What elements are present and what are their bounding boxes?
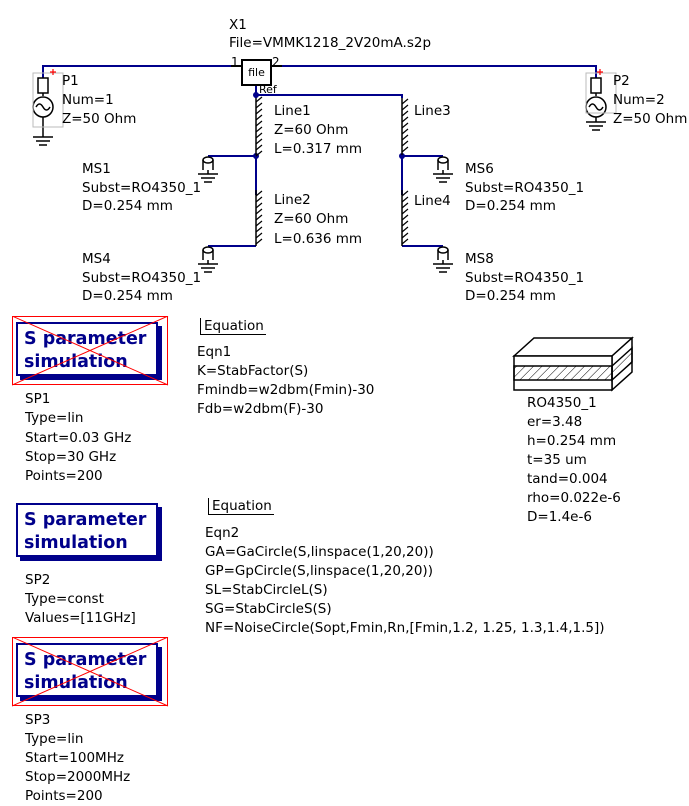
stub-wires[interactable] [208,84,443,247]
sp2-block-title: S parameter simulation [24,510,147,553]
sp3-label: SP3 [25,712,51,728]
eqn1-fdb: Fdb=w2dbm(F)-30 [197,401,324,417]
line4-label: Line4 [414,193,451,209]
sp2-type: Type=const [25,591,104,607]
sp1-type: Type=lin [25,410,84,426]
ms1-d: D=0.254 mm [82,198,173,214]
p1-num: Num=1 [62,92,114,108]
ms4-d: D=0.254 mm [82,288,173,304]
x1-ref: Ref [259,83,277,96]
ms1-subst: Subst=RO4350_1 [82,180,202,196]
eqn1-k: K=StabFactor(S) [197,363,309,379]
p1-label: P1 [62,73,79,89]
substrate-h: h=0.254 mm [527,433,617,449]
ms6-subst: Subst=RO4350_1 [465,180,585,196]
ms1-via-symbol[interactable] [198,156,218,183]
p1-z: Z=50 Ohm [62,111,137,127]
substrate-symbol[interactable] [512,336,634,392]
sp1-disabled-cross-icon [12,316,169,386]
eqn2-nf: NF=NoiseCircle(Sopt,Fmin,Rn,[Fmin,1.2, 1… [205,620,605,636]
x1-pin2: 2 [272,55,280,69]
ms8-d: D=0.254 mm [465,288,556,304]
main-wire[interactable] [42,65,597,78]
line2-symbol[interactable] [255,190,263,246]
line1-label: Line1 [274,103,311,119]
x1-pin1: 1 [231,55,239,69]
eqn2-header[interactable]: Equation [208,498,274,515]
line1-symbol[interactable] [255,96,263,157]
eqn1-label: Eqn1 [197,344,232,360]
substrate-t: t=35 um [527,452,587,468]
ms6-label: MS6 [465,161,494,177]
x1-file-box[interactable]: file [241,59,272,86]
ms8-via-symbol[interactable] [433,246,453,273]
port-p2-symbol[interactable] [585,77,607,131]
line1-z: Z=60 Ohm [274,122,349,138]
sp2-label: SP2 [25,572,51,588]
sp3-block-title: S parameter simulation [24,650,147,693]
port-p1-plus [50,69,56,75]
sp3-start: Start=100MHz [25,750,124,766]
eqn2-sg: SG=StabCircleS(S) [205,601,332,617]
ms8-subst: Subst=RO4350_1 [465,270,585,286]
p2-num: Num=2 [613,92,665,108]
ms1-label: MS1 [82,161,111,177]
port-p1-symbol[interactable] [32,77,54,146]
p2-z: Z=50 Ohm [613,111,688,127]
x1-label: X1 [229,17,247,33]
line3-symbol[interactable] [401,98,409,155]
x1-file: File=VMMK1218_2V20mA.s2p [229,35,432,51]
substrate-d: D=1.4e-6 [527,509,592,525]
eqn1-fmindb: Fmindb=w2dbm(Fmin)-30 [197,382,375,398]
sp3-stop: Stop=2000MHz [25,769,131,785]
line2-z: Z=60 Ohm [274,211,349,227]
sp2-simulation-block[interactable]: S parameter simulation [16,503,158,557]
substrate-tand: tand=0.004 [527,471,608,487]
sp1-stop: Stop=30 GHz [25,449,117,465]
sp1-start: Start=0.03 GHz [25,430,132,446]
ms8-label: MS8 [465,251,494,267]
sp3-points: Points=200 [25,788,103,804]
eqn2-label: Eqn2 [205,525,240,541]
ms4-via-symbol[interactable] [198,246,218,273]
ms6-d: D=0.254 mm [465,198,556,214]
substrate-er: er=3.48 [527,414,583,430]
line2-l: L=0.636 mm [274,231,363,247]
eqn2-ga: GA=GaCircle(S,linspace(1,20,20)) [205,544,434,560]
ms6-via-symbol[interactable] [433,156,453,183]
line4-symbol[interactable] [401,190,409,246]
p2-label: P2 [613,73,630,89]
sp2-values: Values=[11GHz] [25,610,136,626]
eqn2-gp: GP=GpCircle(S,linspace(1,20,20)) [205,563,433,579]
port-p2-plus [597,69,603,75]
sp1-points: Points=200 [25,468,103,484]
port-p2-frame [585,72,617,114]
sp3-simulation-block[interactable]: S parameter simulation [12,637,169,707]
ms4-subst: Subst=RO4350_1 [82,270,202,286]
port-p1-frame [32,72,64,128]
eqn2-sl: SL=StabCircleL(S) [205,582,328,598]
eqn1-header[interactable]: Equation [200,318,266,335]
line3-label: Line3 [414,103,451,119]
ms4-label: MS4 [82,251,111,267]
sp1-simulation-block[interactable]: S parameter simulation [12,316,169,386]
sp1-label: SP1 [25,391,51,407]
substrate-rho: rho=0.022e-6 [527,490,621,506]
line2-label: Line2 [274,192,311,208]
sp3-disabled-cross-icon [12,637,169,707]
sp1-block-title: S parameter simulation [24,329,147,372]
line1-l: L=0.317 mm [274,141,363,157]
sp3-type: Type=lin [25,731,84,747]
substrate-label: RO4350_1 [527,395,597,411]
